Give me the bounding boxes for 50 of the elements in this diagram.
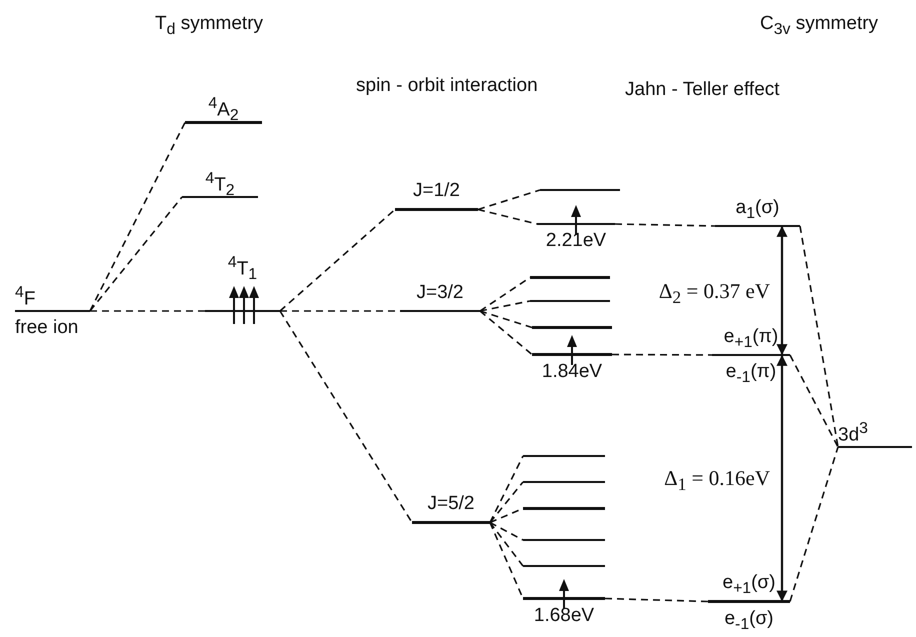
level-line [523, 565, 605, 567]
level-line [532, 326, 612, 329]
double-arrow [776, 354, 788, 602]
level-label: e$_{+1}$(σ) [721, 571, 776, 596]
heading-text: Jahn - Teller effect [625, 78, 780, 102]
correlation-line [478, 189, 540, 210]
energy-value: 1.68eV [532, 604, 596, 628]
level-label: 3d$^{3}$ [838, 419, 869, 442]
correlation-line [614, 223, 716, 227]
level-line [523, 539, 605, 541]
correlation-line [480, 310, 532, 328]
heading-text: C$_{3v}$ symmetry [760, 12, 878, 40]
level-label: J=5/2 [426, 492, 476, 516]
correlation-line [279, 208, 396, 312]
level-label: a$_{1}$(σ) [734, 196, 780, 221]
correlation-line [89, 196, 183, 312]
correlation-line [489, 522, 524, 566]
level-label: e$_{-1}$(π) [724, 360, 778, 385]
level-label: J=1/2 [412, 179, 461, 203]
correlation-line [279, 310, 413, 523]
level-label: $^{4}$F [15, 283, 36, 306]
correlation-line [612, 354, 712, 356]
level-line [530, 300, 610, 302]
energy-value: 1.84eV [540, 360, 604, 384]
correlation-line [789, 354, 839, 448]
level-line [523, 455, 605, 457]
level-line [523, 507, 605, 510]
level-label: e$_{-1}$(σ) [723, 607, 775, 632]
level-line [523, 481, 605, 483]
energy-value: 2.21eV [544, 229, 608, 253]
correlation-line [478, 208, 538, 225]
correlation-line [789, 446, 839, 602]
level-line [540, 189, 620, 191]
correlation-line [90, 310, 205, 312]
correlation-line [604, 598, 708, 602]
correlation-line [89, 122, 186, 312]
correlation-line [480, 276, 530, 312]
double-arrow [776, 226, 788, 356]
correlation-line [489, 482, 524, 523]
level-line [530, 276, 610, 279]
heading-text: spin - orbit interaction [356, 74, 538, 98]
correlation-line [480, 300, 530, 312]
heading-text: T$_{d}$ symmetry [155, 12, 264, 40]
correlation-line [489, 456, 524, 523]
correlation-line [490, 522, 524, 541]
correlation-line [799, 226, 839, 448]
energy-value: free ion [15, 316, 80, 340]
correlation-line [479, 310, 533, 356]
level-label: J=3/2 [415, 281, 464, 305]
level-label: e$_{+1}$(π) [722, 325, 780, 350]
